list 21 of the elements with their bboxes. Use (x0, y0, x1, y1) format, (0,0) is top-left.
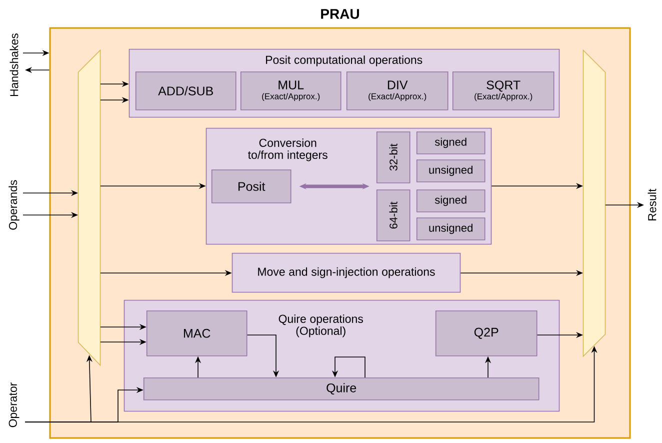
operation-box: unsigned (416, 159, 486, 182)
operation-box: Posit (211, 169, 292, 204)
operation-box: unsigned (416, 217, 486, 240)
node-label: PRAU (321, 9, 359, 19)
operation-box: Quire (143, 377, 540, 400)
operation-box: MUL (Exact/Approx.) (240, 71, 342, 110)
width-box: 32-bit (376, 131, 410, 184)
operation-box: MAC (146, 310, 248, 356)
operation-box: Move and sign-injection operations (232, 252, 461, 293)
operation-box: ADD/SUB (135, 71, 236, 110)
operation-box: Q2P (435, 310, 538, 356)
width-box: 64-bit (376, 189, 410, 242)
operation-box: signed (416, 131, 486, 154)
operation-box: SQRT (Exact/Approx.) (452, 71, 554, 110)
port-label: Result (648, 188, 656, 220)
multiplexer-shape (78, 49, 101, 366)
operation-box: DIV (Exact/Approx.) (346, 71, 448, 110)
operation-box: signed (416, 189, 486, 212)
port-label: Operator (8, 382, 20, 428)
port-label: Handshakes (10, 33, 18, 96)
port-label: Operands (8, 180, 20, 230)
